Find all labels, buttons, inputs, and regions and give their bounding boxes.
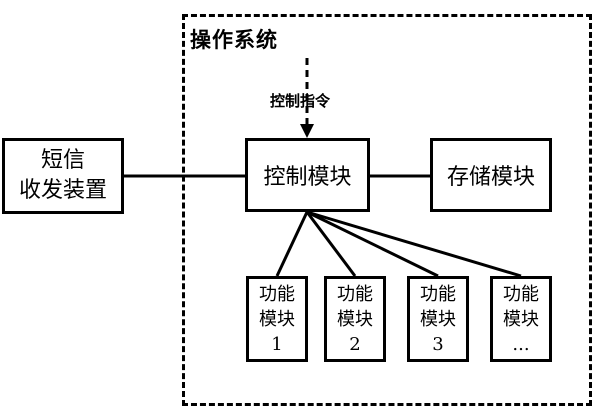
connector-control-to-function-2 xyxy=(305,211,357,277)
control-module-label: 控制模块 xyxy=(263,165,352,190)
function-module-line2: 模块 xyxy=(420,308,456,330)
function-module-line1: 功能 xyxy=(259,283,295,305)
control-instruction-label: 控制指令 xyxy=(270,92,331,110)
connector-control-to-function-4 xyxy=(306,210,522,278)
function-module-number: 3 xyxy=(432,333,444,355)
control-module-box: 控制模块 xyxy=(245,138,370,212)
function-module-line1: 功能 xyxy=(420,283,456,305)
storage-module-box: 存储模块 xyxy=(430,138,552,212)
function-module-more-box: 功能 模块 ... xyxy=(490,276,552,362)
function-module-1-box: 功能 模块 1 xyxy=(246,276,308,362)
function-module-number: ... xyxy=(512,333,530,355)
function-module-line2: 模块 xyxy=(503,308,539,330)
control-instruction-arrowhead xyxy=(300,124,314,138)
function-module-number: 1 xyxy=(271,333,283,355)
function-module-line2: 模块 xyxy=(259,308,295,330)
sms-transceiver-line2: 收发装置 xyxy=(18,178,107,203)
function-module-line1: 功能 xyxy=(503,283,539,305)
sms-transceiver-line1: 短信 xyxy=(40,148,85,173)
operating-system-title: 操作系统 xyxy=(190,28,278,52)
sms-transceiver-box: 短信 收发装置 xyxy=(2,138,124,214)
function-module-line2: 模块 xyxy=(337,308,373,330)
connector-control-to-function-1 xyxy=(275,211,309,277)
function-module-2-box: 功能 模块 2 xyxy=(324,276,386,362)
storage-module-label: 存储模块 xyxy=(446,165,535,190)
function-module-number: 2 xyxy=(349,333,361,355)
connector-control-to-function-3 xyxy=(306,210,439,278)
function-module-line1: 功能 xyxy=(337,283,373,305)
operating-system-boundary xyxy=(182,14,592,406)
function-module-3-box: 功能 模块 3 xyxy=(407,276,469,362)
